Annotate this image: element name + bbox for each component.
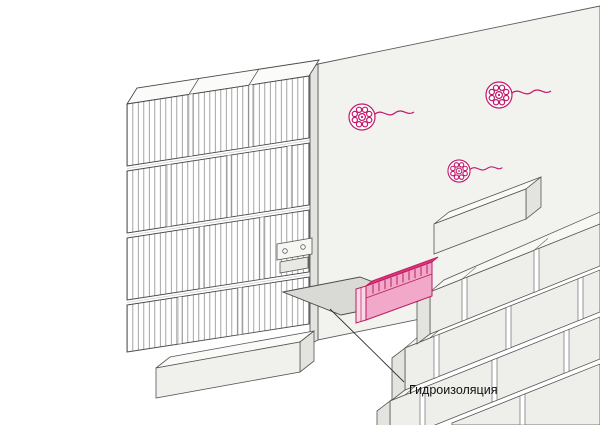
block-course <box>126 276 310 353</box>
anchor-cord-icon <box>469 166 503 171</box>
block-course <box>126 75 310 167</box>
brick-course <box>451 363 600 425</box>
brick-end <box>391 347 406 401</box>
brick-face <box>433 188 527 255</box>
loose-brick <box>155 330 315 399</box>
anchor-icon <box>348 103 415 131</box>
wall-tie-bracket <box>276 237 313 274</box>
waterproofing-label: Гидроизоляция <box>409 383 497 397</box>
brick-wall <box>376 176 600 425</box>
anchor-cord-icon <box>374 110 415 116</box>
brick-face <box>155 341 301 399</box>
anchor-icon <box>485 81 552 109</box>
screw-icon <box>282 248 288 254</box>
block-wall <box>126 59 320 353</box>
anchor-icon <box>447 159 503 183</box>
corner-profile <box>355 256 439 324</box>
anchor-cord-icon <box>511 89 552 95</box>
screw-icon <box>300 244 306 250</box>
brick-end <box>376 400 391 425</box>
leader-line <box>329 308 405 383</box>
callout: Гидроизоляция <box>329 308 497 397</box>
block-course <box>126 142 310 234</box>
loose-brick <box>433 176 542 255</box>
